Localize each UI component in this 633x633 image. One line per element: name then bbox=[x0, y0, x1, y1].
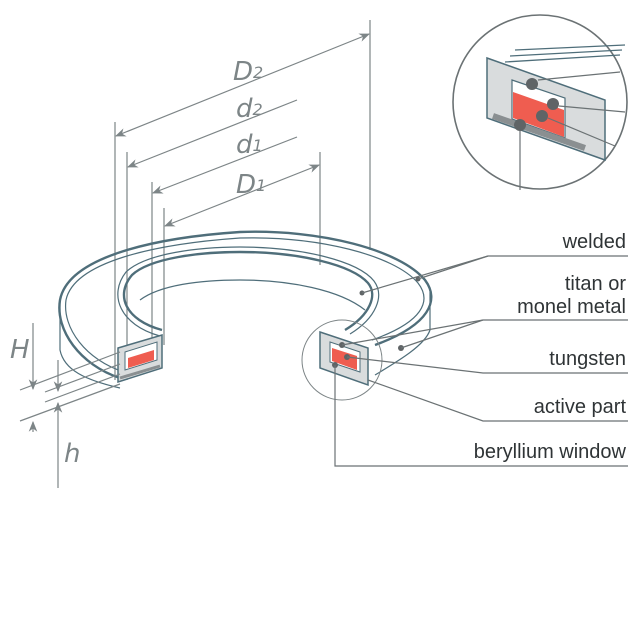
label-d2: d2 bbox=[236, 94, 263, 124]
active-part-right bbox=[332, 348, 357, 370]
right-cross-section bbox=[301, 276, 421, 401]
height-dimensions: H h bbox=[10, 323, 121, 488]
label-D1: D1 bbox=[236, 170, 266, 200]
label-D2: D2 bbox=[233, 57, 263, 87]
label-H: H bbox=[10, 335, 30, 365]
legend-titan-line2: monel metal bbox=[517, 296, 626, 318]
dimension-d2: d2 bbox=[126, 94, 298, 168]
active-part-left bbox=[128, 350, 154, 368]
magnified-detail bbox=[452, 14, 628, 190]
legend: welded titan or monel metal tungsten act… bbox=[474, 231, 627, 463]
label-d1: d1 bbox=[236, 130, 263, 160]
dimension-D1: D1 bbox=[163, 164, 321, 227]
dimension-d1: d1 bbox=[151, 130, 298, 194]
legend-welded: welded bbox=[562, 231, 626, 253]
magnifier-circle-small bbox=[301, 319, 383, 401]
legend-tungsten: tungsten bbox=[549, 348, 626, 370]
legend-titan-line1: titan or bbox=[565, 273, 626, 295]
label-h: h bbox=[64, 439, 80, 469]
legend-beryllium-window: beryllium window bbox=[474, 441, 627, 463]
legend-active-part: active part bbox=[534, 396, 627, 418]
callout-leaders bbox=[334, 255, 628, 467]
left-cross-section bbox=[117, 333, 163, 384]
dimension-D2: D2 bbox=[114, 33, 371, 137]
